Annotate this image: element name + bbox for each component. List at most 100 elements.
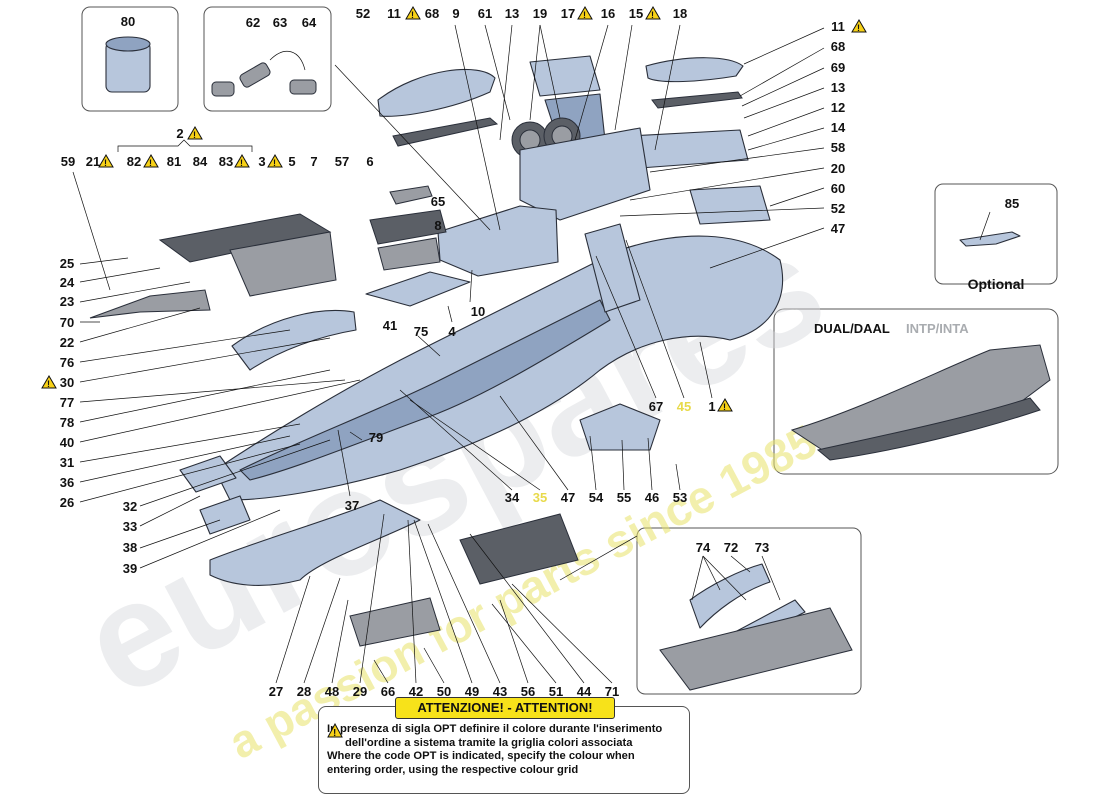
svg-text:!: ! [723, 402, 726, 412]
part-rear-lid [645, 57, 744, 109]
svg-text:!: ! [240, 158, 243, 168]
warning-icon: ! [327, 723, 343, 738]
warning-icon: ! [41, 375, 57, 389]
svg-text:!: ! [273, 158, 276, 168]
label-9: 9 [452, 6, 459, 21]
label-11: 11 [831, 19, 845, 34]
label-53: 53 [673, 490, 687, 505]
part-labels: 80 62 63 64 52 11 68 9 61 13 19 17 16 15… [60, 6, 1025, 699]
label-58: 58 [831, 140, 845, 155]
warning-icon: ! [405, 6, 421, 20]
label-10: 10 [471, 304, 485, 319]
label-67: 67 [649, 399, 663, 414]
label-73: 73 [755, 540, 769, 555]
notice-line: Where the code OPT is indicated, specify… [327, 750, 635, 763]
label-81: 81 [167, 154, 181, 169]
label-80: 80 [121, 14, 135, 29]
label-14: 14 [831, 120, 846, 135]
label-35: 35 [533, 490, 547, 505]
warning-icon: ! [98, 154, 114, 168]
label-11: 11 [387, 6, 401, 21]
label-12: 12 [831, 100, 845, 115]
label-50: 50 [437, 684, 451, 699]
part-85-optional [959, 231, 1021, 247]
label-28: 28 [297, 684, 311, 699]
label-21: 21 [86, 154, 100, 169]
part-1-main-console [179, 235, 784, 535]
label-47: 47 [561, 490, 575, 505]
warning-icon: ! [187, 126, 203, 140]
label-42: 42 [409, 684, 423, 699]
label-52: 52 [831, 201, 845, 216]
part-72-74-inset [659, 563, 853, 691]
label-65: 65 [431, 194, 445, 209]
label-74: 74 [696, 540, 711, 555]
part-2-cupholder [158, 213, 337, 297]
label-25: 25 [60, 256, 74, 271]
label-78: 78 [60, 415, 74, 430]
label-57: 57 [335, 154, 349, 169]
label-72: 72 [724, 540, 738, 555]
part-62-64-sockets [211, 50, 317, 97]
warning-icon: ! [851, 19, 867, 33]
label-64: 64 [302, 15, 317, 30]
label-23: 23 [60, 294, 74, 309]
label-48: 48 [325, 684, 339, 699]
label-52: 52 [356, 6, 370, 21]
label-24: 24 [60, 275, 75, 290]
attention-notice: ATTENZIONE! - ATTENTION! ! In presenza d… [318, 697, 690, 794]
variant-intp-label: INTP/INTA [906, 321, 969, 336]
label-8: 8 [434, 218, 441, 233]
label-68: 68 [831, 39, 845, 54]
svg-text:!: ! [149, 158, 152, 168]
optional-label: Optional [968, 276, 1025, 292]
part-floor-grid [349, 513, 579, 647]
warning-icon: ! [267, 154, 283, 168]
label-36: 36 [60, 475, 74, 490]
svg-text:!: ! [333, 728, 336, 738]
svg-text:!: ! [857, 23, 860, 33]
svg-text:!: ! [104, 158, 107, 168]
svg-text:!: ! [47, 379, 50, 389]
part-console-mid [519, 127, 651, 221]
part-45-frame [584, 223, 641, 313]
warning-icon: ! [577, 6, 593, 20]
label-68: 68 [425, 6, 439, 21]
part-60-bracket [689, 185, 771, 225]
label-1: 1 [708, 399, 715, 414]
label-17: 17 [561, 6, 575, 21]
label-6: 6 [366, 154, 373, 169]
label-13: 13 [831, 80, 845, 95]
notice-line: In presenza di sigla OPT definire il col… [327, 723, 663, 735]
label-2: 2 [176, 126, 183, 141]
part-variant-console [790, 344, 1051, 461]
label-31: 31 [60, 455, 74, 470]
label-33: 33 [123, 519, 137, 534]
label-51: 51 [549, 684, 563, 699]
part-9-tray [437, 205, 559, 277]
label-59: 59 [61, 154, 75, 169]
label-18: 18 [673, 6, 687, 21]
label-15: 15 [629, 6, 643, 21]
label-84: 84 [193, 154, 208, 169]
label-79: 79 [369, 430, 383, 445]
warning-icon: ! [234, 154, 250, 168]
svg-text:!: ! [193, 130, 196, 140]
label-60: 60 [831, 181, 845, 196]
label-83: 83 [219, 154, 233, 169]
label-61: 61 [478, 6, 492, 21]
svg-text:!: ! [411, 10, 414, 20]
label-76: 76 [60, 355, 74, 370]
part-12-bracket [629, 129, 749, 169]
label-34: 34 [505, 490, 520, 505]
part-switch-panels [365, 185, 471, 307]
label-66: 66 [381, 684, 395, 699]
variant-dual-label: DUAL/DAAL [814, 321, 890, 336]
notice-line: entering order, using the respective col… [327, 763, 579, 776]
label-3: 3 [258, 154, 265, 169]
label-82: 82 [127, 154, 141, 169]
leader-lines [72, 24, 991, 684]
label-38: 38 [123, 540, 137, 555]
label-40: 40 [60, 435, 74, 450]
label-37: 37 [345, 498, 359, 513]
